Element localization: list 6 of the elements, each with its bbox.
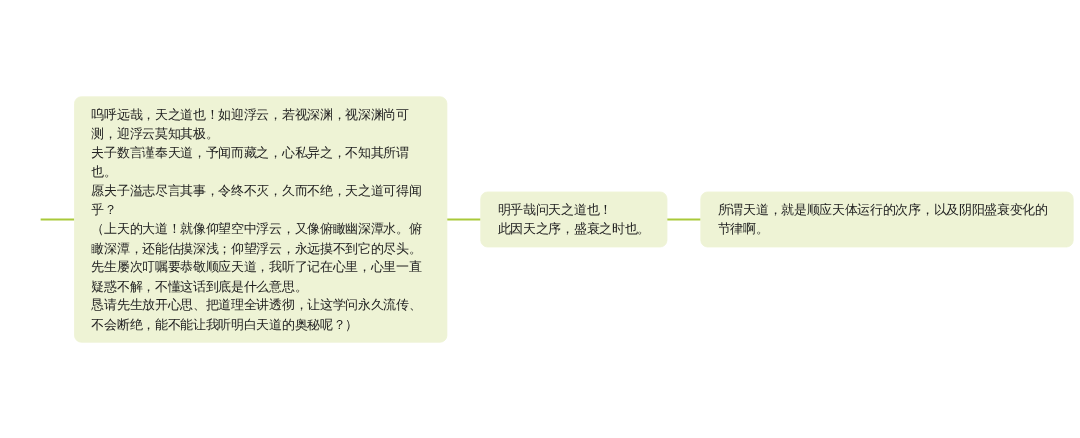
topic-box: 呜呼远哉，天之道也！如迎浮云，若视深渊，视深渊尚可测，迎浮云莫知其极。 夫子数言谨奉天道，予闻而藏之，心私异之，不知其所谓也。 愿夫子溢志尽言其事，令终不灭，久而不绝，天之道可得闻乎？ （上天的大道！就像仰望空中浮云，又像俯瞰幽深潭水。俯瞰深潭，还能估摸深浅；仰望浮云，永远摸不到它的尽头。 先生屡次叮嘱要恭敬顺应天道，我听了记在心里，心里一直疑惑不解，不懂这话到底是什么意思。 恳请先生放开心思、把道理全讲透彻，让这学问永久流传、不会断绝，能不能让我听明白天道的奥秘呢？） (74, 95, 448, 343)
connector (666, 217, 701, 221)
connector (40, 217, 75, 221)
topic-box: 明乎哉问天之道也！ 此因天之序，盛衰之时也。 (480, 191, 668, 247)
topic-box: 所谓天道，就是顺应天体运行的次序，以及阴阳盛衰变化的节律啊。 (700, 191, 1074, 247)
connector (446, 217, 481, 221)
